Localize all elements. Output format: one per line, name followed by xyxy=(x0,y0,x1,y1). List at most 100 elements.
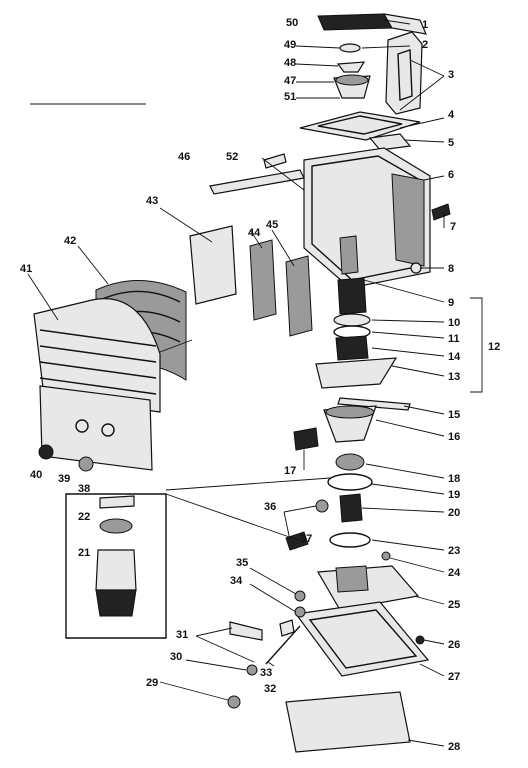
burner-12 xyxy=(335,335,369,361)
part-label-39: 39 xyxy=(58,473,70,485)
part-label-26: 26 xyxy=(448,639,460,651)
part-label-50: 50 xyxy=(286,17,298,29)
part-label-47: 47 xyxy=(284,75,296,87)
part-label-42: 42 xyxy=(64,235,76,247)
side-panel-right xyxy=(385,31,423,115)
part-label-37: 37 xyxy=(300,533,312,545)
knob-34 xyxy=(294,606,306,618)
part-label-29: 29 xyxy=(146,677,158,689)
small-bracket xyxy=(263,153,287,169)
grate-27 xyxy=(294,601,430,677)
burner-bowl xyxy=(333,74,371,99)
part-label-3: 3 xyxy=(448,69,454,81)
part-label-48: 48 xyxy=(284,57,296,69)
control-panel xyxy=(39,385,153,471)
part-label-36: 36 xyxy=(264,501,276,513)
ring-10 xyxy=(333,313,371,327)
rear-shield xyxy=(189,225,237,305)
part-label-30: 30 xyxy=(170,651,182,663)
handle-17 xyxy=(293,427,319,451)
part-label-16: 16 xyxy=(448,431,460,443)
part-label-32: 32 xyxy=(264,683,276,695)
part-label-19: 19 xyxy=(448,489,460,501)
part-label-22: 22 xyxy=(78,511,90,523)
top-frame xyxy=(299,111,421,141)
part-label-52: 52 xyxy=(226,151,238,163)
part-label-35: 35 xyxy=(236,557,248,569)
chimney-tube xyxy=(339,235,359,275)
part-label-21: 21 xyxy=(78,547,90,559)
igniter-36 xyxy=(315,499,329,513)
burner-cap-ring xyxy=(336,61,366,73)
part-label-17: 17 xyxy=(284,465,296,477)
cover-plate xyxy=(368,133,412,151)
part-label-23: 23 xyxy=(448,545,460,557)
base-plate-13 xyxy=(315,357,398,389)
inset-box xyxy=(65,493,167,639)
part-label-10: 10 xyxy=(448,317,460,329)
top-grille xyxy=(317,13,427,35)
part-label-20: 20 xyxy=(448,507,460,519)
wick-adjuster xyxy=(99,495,135,534)
side-strip xyxy=(209,169,305,195)
part-label-11: 11 xyxy=(448,333,460,345)
bar-15 xyxy=(337,397,411,411)
part-label-31: 31 xyxy=(176,629,188,641)
part-label-46: 46 xyxy=(178,151,190,163)
part-label-18: 18 xyxy=(448,473,460,485)
part-label-49: 49 xyxy=(284,39,296,51)
part-label-45: 45 xyxy=(266,219,278,231)
part-label-43: 43 xyxy=(146,195,158,207)
screw-24 xyxy=(381,551,391,561)
part-label-8: 8 xyxy=(448,263,454,275)
part-label-5: 5 xyxy=(448,137,454,149)
part-label-28: 28 xyxy=(448,741,460,753)
fitting-20 xyxy=(339,493,363,523)
inner-cylinder xyxy=(337,277,367,315)
center-bracket xyxy=(285,255,313,337)
lever-31 xyxy=(229,621,263,641)
part-29 xyxy=(227,695,241,709)
part-label-4: 4 xyxy=(448,109,455,121)
gasket-19 xyxy=(327,473,373,491)
part-label-13: 13 xyxy=(448,371,460,383)
part-label-9: 9 xyxy=(448,297,454,309)
seal-23 xyxy=(329,532,371,548)
leader-lines xyxy=(27,19,483,747)
part-label-40: 40 xyxy=(30,469,42,481)
pilot-cap xyxy=(339,43,361,53)
knob-38 xyxy=(78,456,94,472)
part-label-7: 7 xyxy=(450,221,456,233)
part-label-33: 33 xyxy=(260,667,272,679)
part-label-1: 1 xyxy=(422,19,428,31)
part-label-25: 25 xyxy=(448,599,460,611)
pin-26 xyxy=(415,635,425,645)
part-label-44: 44 xyxy=(248,227,261,239)
part-label-6: 6 xyxy=(448,169,454,181)
knob-40 xyxy=(38,444,54,460)
part-label-51: 51 xyxy=(284,91,296,103)
front-guard xyxy=(33,298,161,413)
part-label-15: 15 xyxy=(448,409,460,421)
part-label-2: 2 xyxy=(422,39,428,51)
spring-37 xyxy=(285,531,309,551)
part-label-27: 27 xyxy=(448,671,460,683)
tank-25 xyxy=(317,565,420,611)
clip-7 xyxy=(431,203,451,221)
part-label-12: 12 xyxy=(488,341,500,353)
bracket-32 xyxy=(279,619,295,637)
part-label-41: 41 xyxy=(20,263,32,275)
tray-28 xyxy=(285,691,411,753)
part-label-24: 24 xyxy=(448,567,461,579)
wick xyxy=(95,549,137,617)
part-label-14: 14 xyxy=(448,351,461,363)
washer-30 xyxy=(246,664,258,676)
part-label-34: 34 xyxy=(230,575,243,587)
part-label-38: 38 xyxy=(78,483,90,495)
cabinet-foot xyxy=(410,262,422,274)
left-bracket xyxy=(249,239,277,321)
bowl-16 xyxy=(323,405,377,443)
valve-18 xyxy=(335,453,365,471)
